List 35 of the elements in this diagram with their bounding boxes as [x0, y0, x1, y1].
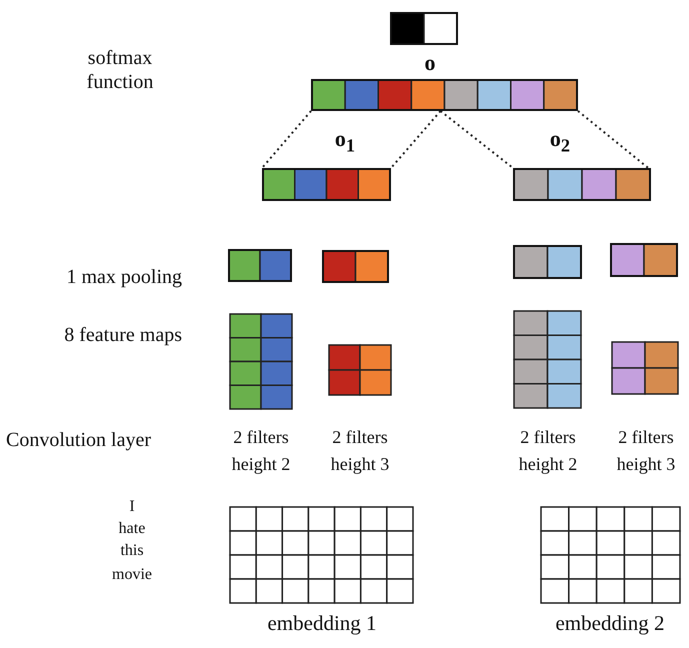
- output-vector: [311, 79, 578, 111]
- word-label: I: [128, 497, 136, 517]
- filter-label: 2 filters height 2: [518, 426, 578, 476]
- feature-map: [229, 313, 293, 410]
- embedding-label: embedding 2: [554, 610, 666, 637]
- filter-label: 2 filters height 2: [230, 426, 292, 476]
- pooled-vector: [322, 250, 389, 283]
- word-label: hate: [118, 519, 146, 539]
- vector-label: o: [424, 50, 436, 76]
- filter-label: 2 filters height 3: [616, 426, 676, 476]
- vector-label: o$_{1}$: [334, 126, 356, 158]
- embedding-matrix: [229, 506, 414, 604]
- embedding-label: embedding 1: [266, 610, 378, 637]
- output-vector: [262, 168, 391, 201]
- layer-label: Convolution layer: [6, 428, 152, 452]
- layer-label: 8 feature maps: [63, 323, 182, 347]
- pooled-vector: [513, 245, 582, 279]
- dotted-line: [577, 110, 649, 169]
- vector-label: o$_{2}$: [548, 126, 572, 158]
- word-label: this: [119, 541, 145, 561]
- feature-map: [513, 310, 582, 409]
- layer-label: 1 max pooling: [65, 265, 182, 289]
- output-vector: [513, 168, 651, 201]
- pooled-vector: [610, 243, 678, 277]
- dotted-line: [440, 110, 514, 169]
- feature-map: [611, 341, 679, 395]
- dotted-line: [261, 110, 312, 169]
- layer-label: softmax function: [86, 46, 154, 94]
- word-label: movie: [111, 565, 153, 585]
- feature-map: [328, 344, 392, 396]
- pooled-vector: [228, 249, 292, 282]
- embedding-matrix: [540, 506, 681, 604]
- probability-bar: [390, 12, 458, 45]
- filter-label: 2 filters height 3: [330, 426, 390, 476]
- dotted-line: [390, 110, 442, 169]
